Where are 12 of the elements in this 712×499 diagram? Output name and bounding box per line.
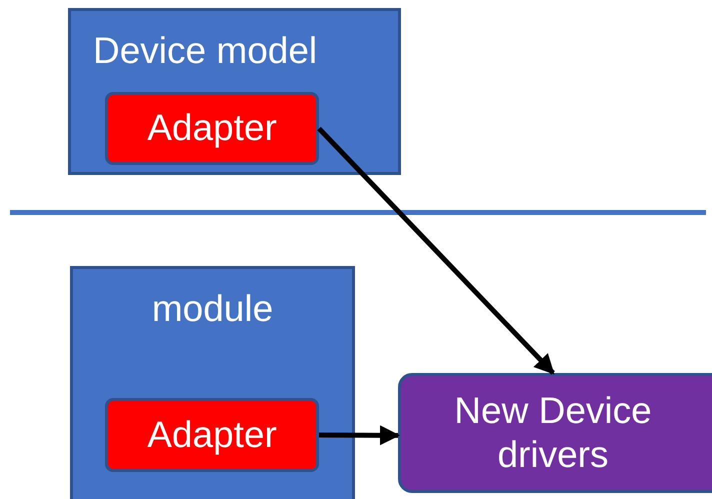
container-box [70, 266, 355, 499]
box-label: Adapter [147, 412, 277, 457]
arrow [318, 425, 400, 446]
adapter-box [105, 92, 319, 165]
box-label: Device model [93, 29, 318, 73]
arrow [317, 126, 555, 375]
box-label: Adapter [147, 106, 277, 150]
box-label: New Device drivers [453, 388, 653, 477]
box-label: module [152, 287, 274, 331]
driver-box [398, 373, 712, 493]
adapter-box [105, 398, 319, 472]
container-box [68, 8, 401, 175]
